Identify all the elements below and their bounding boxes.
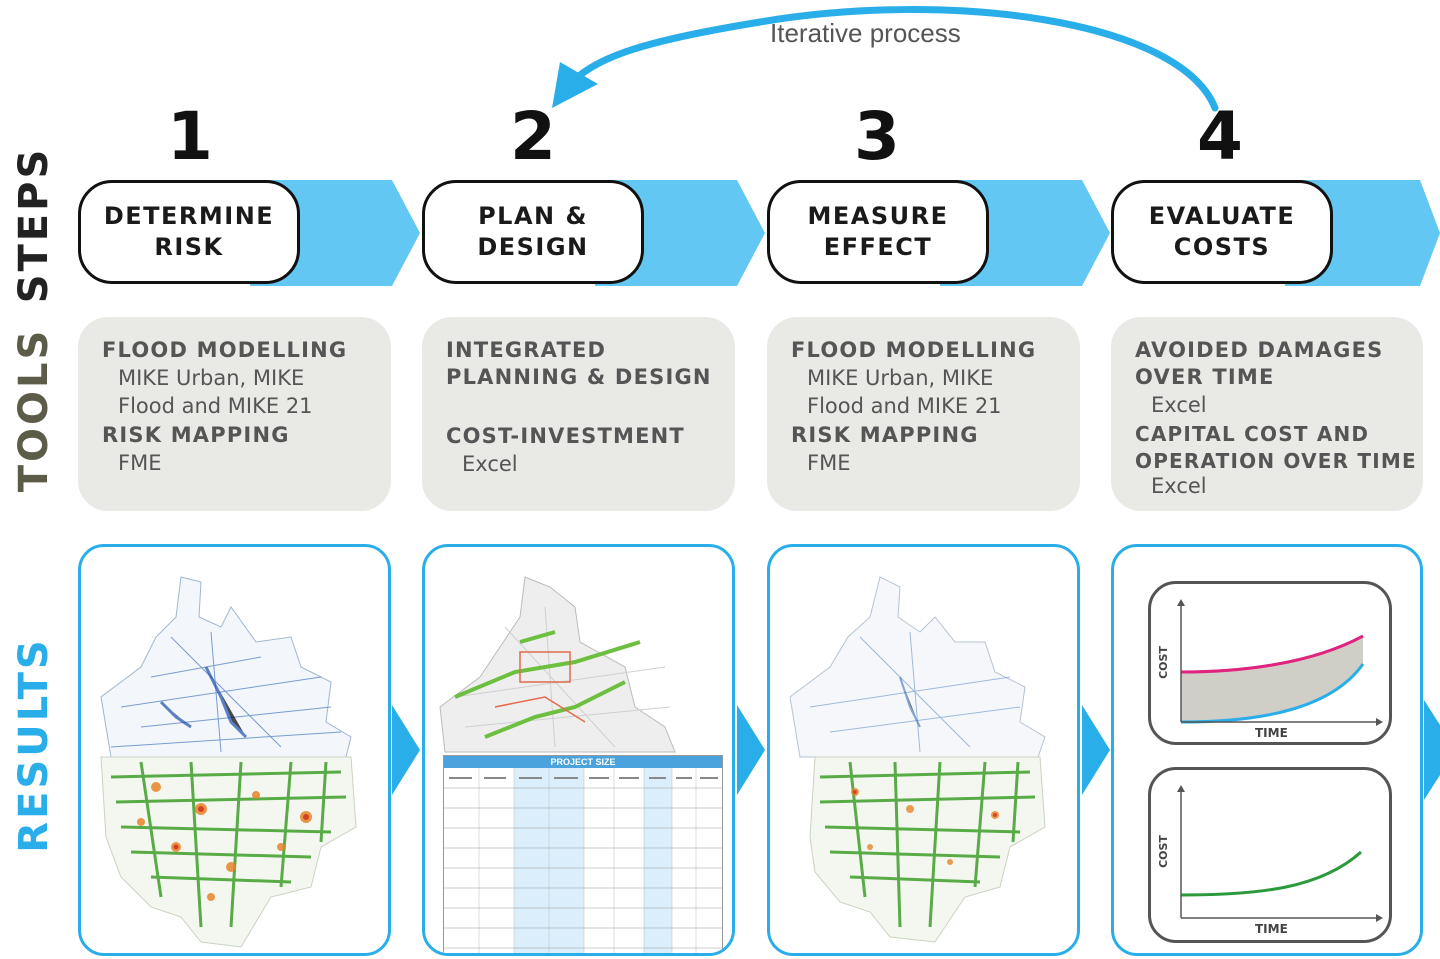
step-label: EVALUATE COSTS xyxy=(1148,202,1296,261)
tool-heading: RISK MAPPING xyxy=(102,423,290,447)
tool-software: MIKE Urban, MIKE Flood and MIKE 21 xyxy=(118,366,313,418)
step-label: DETERMINE RISK xyxy=(103,202,275,261)
step-label: MEASURE EFFECT xyxy=(807,202,949,261)
result-plan-design: PROJECT SIZE xyxy=(422,544,735,956)
step-plan-design: PLAN & DESIGN xyxy=(422,180,644,284)
cost-chart-bottom: COST TIME xyxy=(1148,767,1392,943)
tool-heading: RISK MAPPING xyxy=(791,423,979,447)
tool-software: Excel xyxy=(1151,474,1207,498)
tool-heading: INTEGRATED PLANNING & DESIGN xyxy=(446,338,712,389)
chart-xlabel: TIME xyxy=(1255,922,1288,936)
step-evaluate-costs: EVALUATE COSTS xyxy=(1111,180,1333,284)
tool-heading: AVOIDED DAMAGES OVER TIME xyxy=(1135,338,1384,389)
step-number-2: 2 xyxy=(510,98,556,175)
cost-chart-top: COST TIME xyxy=(1148,581,1392,745)
tool-heading: FLOOD MODELLING xyxy=(102,338,348,362)
step-label: PLAN & DESIGN xyxy=(477,202,589,261)
chart-xlabel: TIME xyxy=(1255,726,1288,740)
chart-ylabel: COST xyxy=(1156,646,1170,679)
tools-box-4: AVOIDED DAMAGES OVER TIME Excel CAPITAL … xyxy=(1111,317,1423,511)
tool-heading: FLOOD MODELLING xyxy=(791,338,1037,362)
tool-heading: COST-INVESTMENT xyxy=(446,424,685,448)
result-cost-charts: COST TIME COST TIME xyxy=(1111,544,1423,956)
iterative-arrow xyxy=(552,6,1219,112)
step-number-1: 1 xyxy=(167,98,213,175)
tool-software: Excel xyxy=(462,452,518,476)
tool-software: FME xyxy=(118,451,162,475)
cost-chart-top-plot xyxy=(1177,599,1383,726)
result-measure-effect xyxy=(767,544,1080,956)
flood-risk-map xyxy=(100,576,357,948)
tool-heading: CAPITAL COST AND OPERATION OVER TIME xyxy=(1135,422,1417,473)
project-size-table: PROJECT SIZE xyxy=(443,755,723,953)
plan-map xyxy=(439,576,676,753)
tool-software: FME xyxy=(807,451,851,475)
step-determine-risk: DETERMINE RISK xyxy=(78,180,300,284)
iterative-label: Iterative process xyxy=(770,18,961,48)
tool-software: MIKE Urban, MIKE Flood and MIKE 21 xyxy=(807,366,1002,418)
table-title: PROJECT SIZE xyxy=(444,756,722,768)
tools-box-1: FLOOD MODELLING MIKE Urban, MIKE Flood a… xyxy=(78,317,391,511)
table-grid xyxy=(444,768,722,953)
step-number-4: 4 xyxy=(1197,98,1243,175)
tool-software: Excel xyxy=(1151,393,1207,417)
chart-ylabel: COST xyxy=(1156,835,1170,868)
cost-chart-bottom-plot xyxy=(1177,785,1383,922)
result-risk-map xyxy=(78,544,391,956)
step-number-3: 3 xyxy=(854,98,900,175)
effect-map xyxy=(789,576,1046,943)
tools-box-2: INTEGRATED PLANNING & DESIGN COST-INVEST… xyxy=(422,317,735,511)
tools-box-3: FLOOD MODELLING MIKE Urban, MIKE Flood a… xyxy=(767,317,1080,511)
step-measure-effect: MEASURE EFFECT xyxy=(767,180,989,284)
